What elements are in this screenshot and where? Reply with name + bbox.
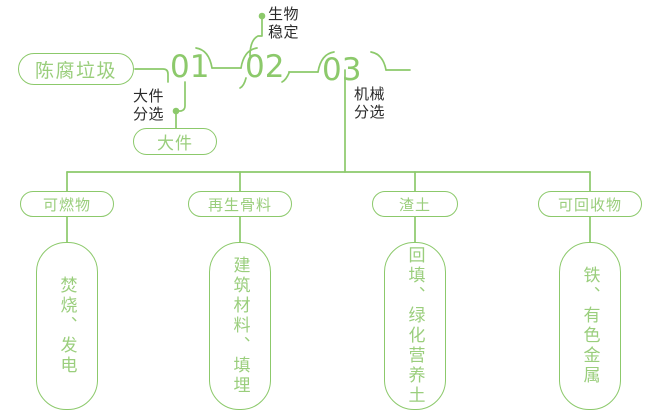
stage-number-02[interactable]: 02 [245, 49, 285, 85]
stage-02-side-label-line2: 稳定 [268, 24, 300, 42]
source-node-label: 陈腐垃圾 [34, 60, 117, 82]
output-detail-box-1[interactable]: 焚烧、发电 [36, 242, 98, 410]
bracket-02-lower-left [239, 77, 247, 89]
output-pill-3-label: 渣土 [398, 196, 431, 214]
stage-02-side-label: 生物 稳定 [268, 6, 299, 43]
stage-number-01[interactable]: 01 [170, 49, 210, 85]
stage-02-side-label-line1: 生物 [268, 6, 300, 23]
output-detail-2-text: 建筑材料、填埋 [230, 256, 250, 396]
link-source-to-01 [134, 68, 169, 83]
bracket-02-right [281, 71, 290, 83]
output-pill-4[interactable]: 可回收物 [538, 191, 642, 217]
bracket-01-right [195, 47, 213, 69]
stage-01-side-label: 大件 分选 [133, 88, 164, 125]
stage-01-side-label-line2: 分选 [133, 106, 165, 124]
bracket-03-right [370, 51, 387, 71]
stage-03-side-label-line2: 分选 [354, 104, 386, 122]
dot-bulky-sorting [172, 107, 180, 115]
stage-number-03[interactable]: 03 [322, 52, 362, 88]
output-detail-box-2[interactable]: 建筑材料、填埋 [209, 242, 271, 410]
dot-biological-stabilization [258, 12, 266, 20]
output-pill-2[interactable]: 再生骨料 [188, 191, 292, 217]
bracket-02-left [240, 47, 258, 69]
output-pill-1-label: 可燃物 [42, 196, 91, 214]
output-detail-3-text: 回填、绿化营养土 [405, 246, 425, 406]
bracket-03-left [317, 51, 335, 73]
output-detail-box-3[interactable]: 回填、绿化营养土 [384, 242, 446, 410]
bulky-output-label: 大件 [157, 134, 193, 153]
output-detail-4-text: 铁、有色金属 [580, 266, 600, 386]
output-detail-box-4[interactable]: 铁、有色金属 [559, 242, 621, 410]
stage-01-side-label-line1: 大件 [133, 88, 165, 105]
stage-03-side-label: 机械 分选 [354, 86, 385, 123]
bulky-output-node[interactable]: 大件 [133, 128, 217, 155]
output-pill-2-label: 再生骨料 [207, 196, 272, 214]
link-01-to-bulky [176, 81, 186, 112]
output-pill-3[interactable]: 渣土 [372, 191, 458, 217]
source-node[interactable]: 陈腐垃圾 [18, 53, 134, 85]
output-detail-1-text: 焚烧、发电 [57, 276, 77, 376]
output-pill-1[interactable]: 可燃物 [20, 191, 114, 217]
output-pill-4-label: 可回收物 [557, 196, 622, 214]
stage-03-side-label-line1: 机械 [354, 86, 386, 103]
link-02-to-biolabel [249, 15, 263, 57]
